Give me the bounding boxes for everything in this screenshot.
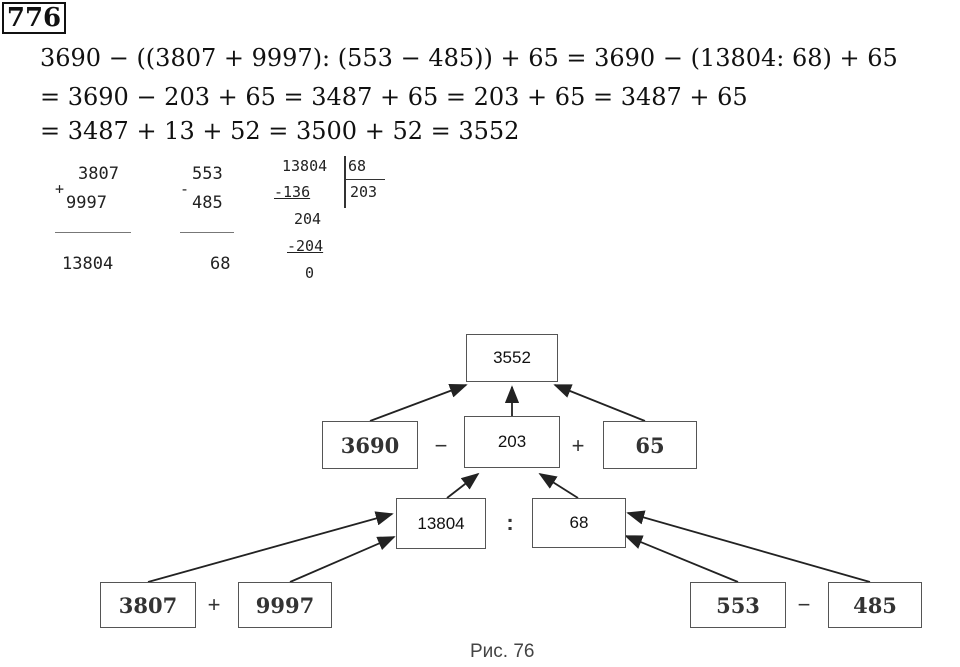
division-remainder-2: 0 — [305, 264, 315, 282]
subtraction-operand-a: 553 — [192, 164, 223, 184]
division-divisor: 68 — [348, 157, 367, 175]
operand-485-box: 485 — [828, 582, 922, 628]
plus-operator: + — [571, 433, 585, 458]
division-bar — [344, 156, 346, 208]
bottom-minus-operator: − — [797, 592, 811, 617]
minuend-box: 3690 — [322, 421, 418, 469]
problem-number: 776 — [2, 2, 66, 34]
subtraction-result: 68 — [210, 254, 231, 274]
operand-9997-box: 9997 — [238, 582, 332, 628]
solution-line-3: = 3487 + 13 + 52 = 3500 + 52 = 3552 — [40, 117, 520, 145]
divisor-box: 68 — [532, 498, 626, 548]
minus-operator: − — [434, 433, 448, 458]
result-box: 3552 — [466, 334, 558, 382]
subtraction-rule — [180, 232, 234, 233]
addition-result: 13804 — [62, 254, 114, 274]
addition-rule — [55, 232, 131, 233]
division-step-2: -204 — [287, 237, 324, 255]
operand-553-box: 553 — [690, 582, 786, 628]
division-step-1: -136 — [274, 183, 311, 201]
operand-3807-box: 3807 — [100, 582, 196, 628]
addition-operand-b: 9997 — [66, 193, 107, 213]
bottom-plus-operator: + — [207, 592, 221, 617]
solution-line-1: 3690 − ((3807 + 9997): (553 − 485)) + 65… — [40, 44, 898, 72]
addend-box: 65 — [603, 421, 697, 469]
addition-operand-a: 3807 — [78, 164, 119, 184]
division-divisor-rule — [345, 179, 385, 180]
quotient-box: 203 — [464, 416, 560, 468]
subtraction-sign: - — [180, 180, 190, 198]
solution-line-2: = 3690 − 203 + 65 = 3487 + 65 = 203 + 65… — [40, 83, 748, 111]
division-remainder-1: 204 — [294, 210, 322, 228]
subtraction-operand-b: 485 — [192, 193, 223, 213]
division-operator: : — [506, 510, 514, 535]
division-dividend: 13804 — [282, 157, 328, 175]
addition-sign: + — [55, 180, 65, 198]
division-quotient: 203 — [350, 183, 378, 201]
dividend-box: 13804 — [396, 498, 486, 549]
figure-caption: Рис. 76 — [470, 641, 535, 662]
